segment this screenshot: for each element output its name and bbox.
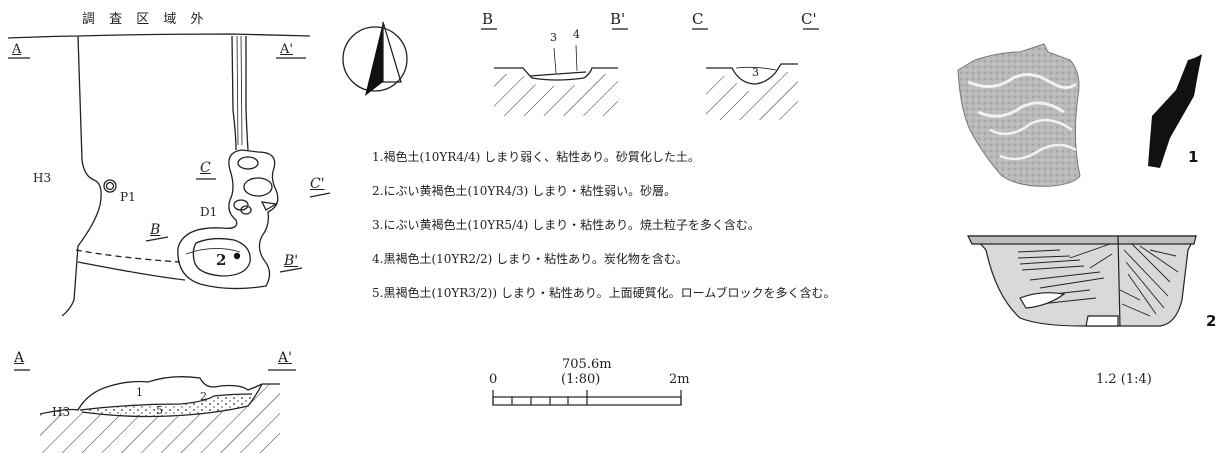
section-bb-layer-4: 4 (573, 28, 580, 41)
plan-section-a-prime-label: A' (280, 42, 293, 57)
plan-section-c-prime-label: C' (310, 176, 325, 192)
section-aa-layer-5: 5 (156, 404, 163, 417)
plan-find-2-label: 2 (216, 251, 227, 269)
section-aa-h3: H3 (52, 405, 71, 419)
section-aa-layer-2: 2 (200, 390, 207, 403)
plan-section-b-label: B (150, 222, 161, 238)
section-bb-right-label: B' (610, 10, 626, 28)
plan-section-a-label: A (12, 42, 22, 57)
section-cc (692, 28, 819, 120)
section-bb-left-label: B (482, 10, 494, 28)
plan-view (7, 33, 331, 317)
artifact-2-label: 2 (1206, 312, 1217, 330)
section-bb-layer-3: 3 (550, 31, 557, 44)
section-cc-left-label: C (692, 10, 704, 28)
scale-bar (492, 390, 682, 406)
plan-h3-label: H3 (33, 171, 52, 185)
section-bb (481, 28, 628, 116)
section-aa-right-label: A' (278, 350, 292, 366)
plan-section-b-prime-label: B' (284, 253, 299, 269)
scale-max: 2m (669, 372, 690, 387)
north-arrow (342, 21, 408, 96)
scale-elevation: 705.6m (562, 357, 612, 372)
artifact-scale-note: 1.2 (1:4) (1096, 372, 1152, 387)
section-aa-layer-1: 1 (136, 386, 143, 399)
plan-section-c-label: C (200, 160, 211, 176)
legend-item-5: 5.黒褐色土(10YR3/2)) しまり・粘性あり。上面硬質化。ロームブロックを… (372, 286, 836, 300)
artifact-1-sherd (957, 43, 1202, 187)
legend-item-3: 3.にぶい黄褐色土(10YR5/4) しまり・粘性あり。焼土粒子を多く含む。 (372, 218, 760, 232)
legend-item-1: 1.褐色土(10YR4/4) しまり弱く、粘性あり。砂質化した土。 (372, 150, 700, 164)
scale-zero: 0 (489, 372, 498, 387)
artifact-1-label: 1 (1188, 148, 1199, 166)
section-aa (14, 369, 296, 453)
section-cc-layer-3: 3 (752, 66, 759, 79)
legend-item-4: 4.黒褐色土(10YR2/2) しまり・粘性あり。炭化物を含む。 (372, 252, 688, 266)
legend-item-2: 2.にぶい黄褐色土(10YR4/3) しまり・粘性弱い。砂層。 (372, 184, 677, 198)
find-point-2 (233, 252, 241, 260)
plan-p1-label: P1 (120, 190, 136, 204)
artifact-2-bowl (967, 235, 1198, 327)
section-aa-left-label: A (14, 350, 25, 366)
plan-d1-label: D1 (200, 205, 218, 219)
plan-area-label: 調 査 区 域 外 (82, 12, 209, 27)
section-cc-right-label: C' (801, 10, 817, 28)
scale-ratio: (1:80) (561, 372, 601, 387)
